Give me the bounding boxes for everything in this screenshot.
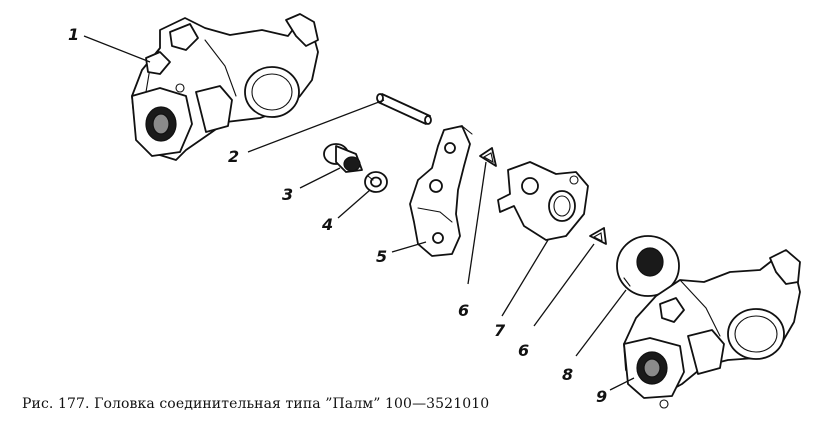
callout-3: 3 (282, 185, 293, 204)
leader-lines (83, 35, 635, 391)
figure-caption: Рис. 177. Головка соединительная типа ”П… (22, 396, 490, 412)
part-8-seal-ring (616, 235, 680, 297)
part-3-bolt (323, 143, 363, 173)
part-9-coupling-head (623, 249, 801, 409)
callout-8: 8 (562, 365, 573, 384)
part-2-pin (376, 93, 432, 125)
callout-6-upper: 6 (458, 301, 469, 320)
part-1-coupling-head (131, 13, 319, 161)
callout-labels: 1 2 3 4 5 6 7 6 8 9 (68, 25, 607, 406)
part-6-retaining-ring-lower (589, 227, 607, 245)
callout-6-lower: 6 (518, 341, 529, 360)
part-7-valve-body (497, 161, 589, 241)
part-4-lock-washer (364, 171, 388, 193)
part-6-retaining-ring-upper (479, 147, 497, 167)
callout-7: 7 (494, 321, 506, 340)
callout-4: 4 (321, 215, 333, 234)
callout-5: 5 (376, 247, 387, 266)
callout-9: 9 (596, 387, 607, 406)
callout-2: 2 (228, 147, 239, 166)
callout-1: 1 (68, 25, 79, 44)
part-5-lever-plate (409, 125, 473, 257)
